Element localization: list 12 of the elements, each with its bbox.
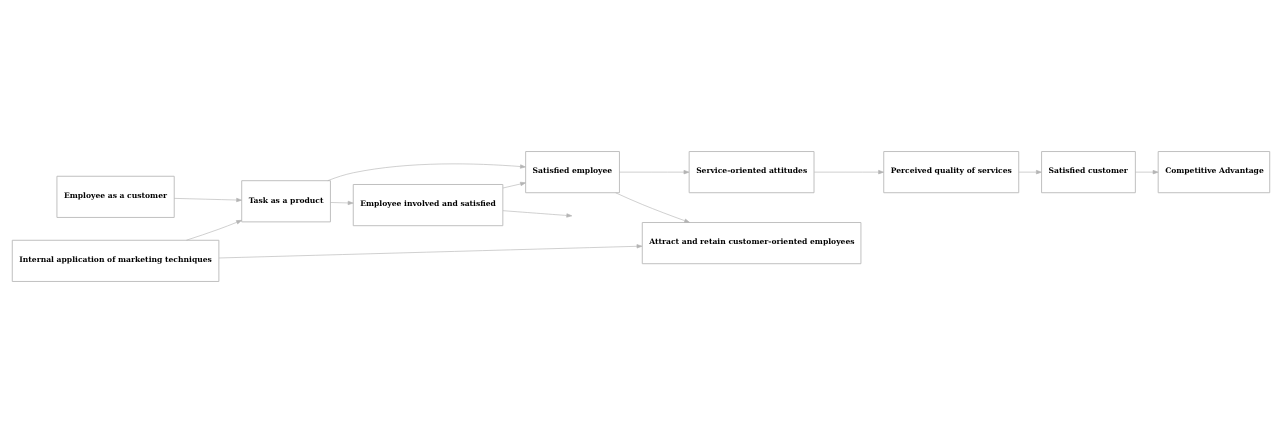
arrow [502,209,573,218]
arrow [218,243,643,258]
arrow [619,169,690,174]
arrow [615,191,690,223]
arrow [173,197,242,202]
arrow [1135,169,1159,174]
arrow [330,200,354,205]
arrow [186,219,242,241]
arrow [502,181,526,188]
arrow [327,163,526,181]
arrow [1018,169,1042,174]
arrow [813,169,884,174]
